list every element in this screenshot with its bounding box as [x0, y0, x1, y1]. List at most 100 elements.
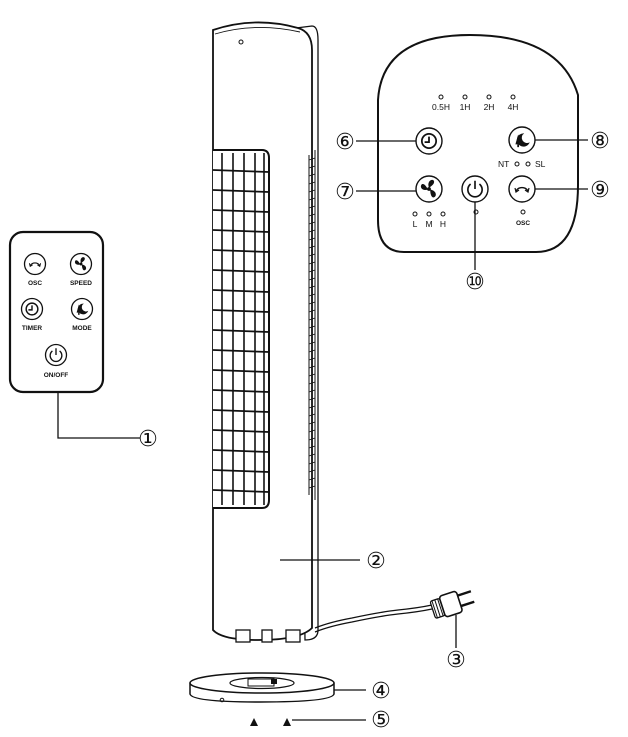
side-vent-slat: [308, 333, 316, 337]
side-vent-slat: [308, 413, 316, 417]
speed-indicators: L M H: [412, 211, 446, 229]
side-vent-slat: [308, 349, 316, 353]
callout-9: ⑨: [590, 178, 610, 203]
panel-timer-button[interactable]: [415, 127, 443, 155]
side-vent-slat: [308, 213, 316, 217]
side-vent-slat: [308, 341, 316, 345]
control-panel: 0.5H 1H 2H 4H NT SL: [377, 33, 579, 253]
grille-horizontal-bar: [212, 409, 270, 413]
side-vent-slat: [308, 437, 316, 441]
timer-led-label: 4H: [508, 102, 519, 112]
callout-4: ④: [371, 679, 391, 704]
speed-led-label: M: [425, 219, 432, 229]
timer-led-label: 1H: [460, 102, 471, 112]
grille-horizontal-bar: [212, 489, 270, 493]
side-vent-slat: [308, 277, 316, 281]
timer-led-label: 2H: [484, 102, 495, 112]
side-vent-slat: [308, 365, 316, 369]
side-vent-slat: [308, 181, 316, 185]
leader-line-1: [57, 393, 140, 439]
panel-osc-label: OSC: [516, 220, 530, 227]
side-vent-slat: [308, 293, 316, 297]
remote-osc-label: OSC: [28, 280, 42, 287]
side-vent-slat: [308, 253, 316, 257]
side-vent-slat: [308, 429, 316, 433]
callout-1: ①: [138, 427, 158, 452]
speed-led-label: L: [413, 219, 418, 229]
side-vent-slat: [308, 389, 316, 393]
remote-mode-label: MODE: [72, 325, 92, 332]
panel-osc-button[interactable]: [508, 175, 536, 203]
remote-power-button[interactable]: [44, 343, 68, 367]
side-vent-slat: [308, 325, 316, 329]
callout-10: ⑩: [465, 270, 485, 295]
side-vent-slat: [308, 205, 316, 209]
side-vent-slat: [308, 357, 316, 361]
grille-horizontal-bar: [212, 309, 270, 313]
grille-horizontal-bar: [212, 349, 270, 353]
side-vent-slat: [308, 165, 316, 169]
mode-led-nt: NT: [498, 159, 509, 169]
callout-7: ⑦: [335, 180, 355, 205]
mode-led-sl: SL: [535, 159, 546, 169]
base: [189, 672, 335, 703]
side-vent-slat: [308, 397, 316, 401]
side-vent-slat: [308, 317, 316, 321]
panel-speed-button[interactable]: [415, 175, 443, 203]
grille-horizontal-bar: [212, 209, 270, 213]
callout-8: ⑧: [590, 129, 610, 154]
grille-horizontal-bar: [212, 169, 270, 173]
callout-5: ⑤: [371, 708, 391, 733]
side-vent-slat: [308, 405, 316, 409]
grille-horizontal-bar: [212, 329, 270, 333]
side-vent-slat: [308, 197, 316, 201]
grille-horizontal-bar: [212, 469, 270, 473]
mode-indicators: NT SL: [498, 159, 546, 169]
remote-timer-button[interactable]: [20, 297, 44, 321]
panel-mode-button[interactable]: [508, 126, 536, 154]
grille-horizontal-bar: [212, 449, 270, 453]
side-vent-slat: [308, 237, 316, 241]
side-vent-slat: [308, 485, 316, 489]
speed-led-label: H: [440, 219, 446, 229]
grille-horizontal-bar: [212, 269, 270, 273]
remote-onoff-label: ON/OFF: [44, 372, 69, 379]
remote-osc-button[interactable]: [23, 252, 47, 276]
remote-timer-label: TIMER: [22, 325, 43, 332]
side-vent-slat: [308, 301, 316, 305]
timer-led-label: 0.5H: [432, 102, 450, 112]
remote-mode-button[interactable]: [70, 297, 94, 321]
callout-6: ⑥: [335, 130, 355, 155]
grille-horizontal-bar: [212, 289, 270, 293]
grille-horizontal-bar: [212, 429, 270, 433]
callout-3: ③: [446, 648, 466, 673]
side-vent-slat: [308, 477, 316, 481]
side-vent-slat: [308, 421, 316, 425]
side-vent-slat: [308, 373, 316, 377]
side-vent-slat: [308, 173, 316, 177]
side-vent-slat: [308, 189, 316, 193]
callout-2: ②: [366, 549, 386, 574]
side-vent-slat: [308, 157, 316, 161]
remote-speed-button[interactable]: [69, 252, 93, 276]
tower-fan: [212, 21, 319, 643]
side-vent-slat: [308, 285, 316, 289]
remote-speed-label: SPEED: [70, 280, 92, 287]
side-vent-slat: [308, 453, 316, 457]
side-vent-slat: [308, 221, 316, 225]
timer-indicators: 0.5H 1H 2H 4H: [432, 94, 519, 112]
side-vent-slat: [308, 245, 316, 249]
grille-horizontal-bar: [212, 229, 270, 233]
grille-horizontal-bar: [212, 389, 270, 393]
side-vent-slat: [308, 261, 316, 265]
grille-horizontal-bar: [212, 189, 270, 193]
panel-power-button[interactable]: [461, 175, 489, 203]
grille-horizontal-bar: [212, 249, 270, 253]
side-vent-slat: [308, 309, 316, 313]
side-vent-slat: [308, 461, 316, 465]
side-vent-slat: [308, 269, 316, 273]
side-vent-slat: [308, 381, 316, 385]
screws: [250, 718, 291, 726]
power-plug: [429, 590, 475, 619]
